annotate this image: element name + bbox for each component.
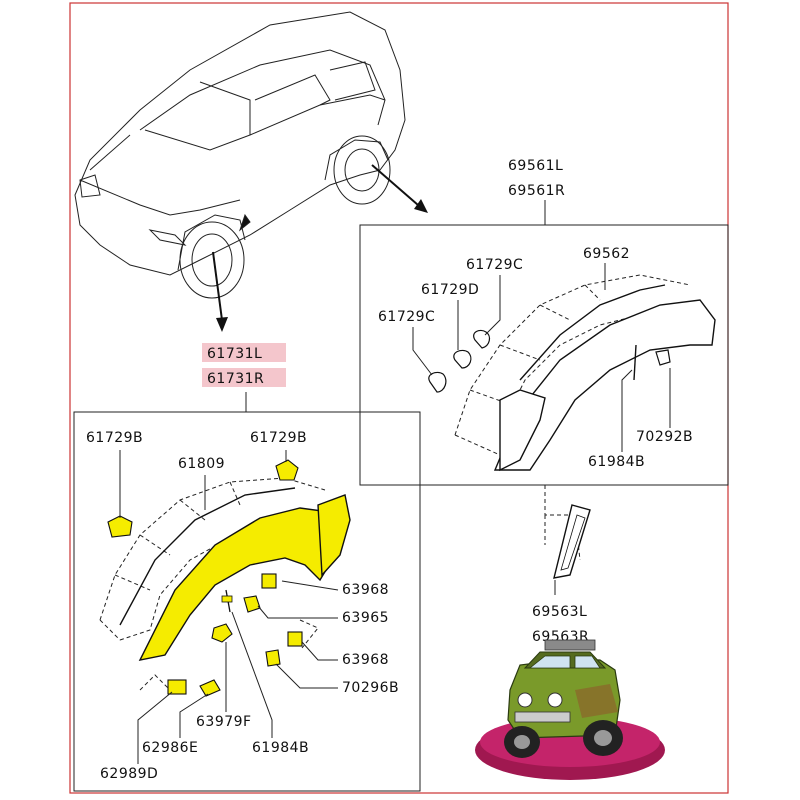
screw-70292b bbox=[655, 349, 671, 366]
leader-63968-lower bbox=[301, 641, 338, 661]
label-61729c-top: 61729C bbox=[466, 257, 523, 273]
highlight-61731l bbox=[202, 343, 286, 362]
highlight-61731r bbox=[202, 368, 286, 387]
pin-61984b-front bbox=[221, 589, 233, 613]
connector-69563 bbox=[544, 485, 581, 561]
clip-63979f bbox=[211, 623, 233, 643]
rear-box-connector bbox=[360, 225, 440, 485]
label-61729b-left: 61729B bbox=[86, 430, 143, 446]
label-69563l: 69563L bbox=[532, 604, 587, 620]
label-61731l: 61731L bbox=[207, 346, 262, 362]
leader-63965 bbox=[257, 605, 338, 619]
right-clip-bracket-dash bbox=[299, 619, 319, 649]
clip-61729c-left bbox=[428, 371, 447, 393]
mud-flap-69563 bbox=[553, 504, 591, 579]
clip-62986e bbox=[199, 679, 221, 697]
label-69562: 69562 bbox=[583, 246, 630, 262]
leader-62986e bbox=[179, 693, 209, 738]
label-69561r: 69561R bbox=[508, 183, 565, 199]
leader-61984b-rear bbox=[621, 369, 633, 452]
label-61809: 61809 bbox=[178, 456, 225, 472]
arrow-to-rear bbox=[371, 164, 428, 213]
pin-61984b-rear bbox=[633, 344, 637, 381]
leader-61729c-top bbox=[484, 275, 501, 336]
label-61729c-left: 61729C bbox=[378, 309, 435, 325]
label-70296b: 70296B bbox=[342, 680, 399, 696]
clip-63968-lower bbox=[287, 631, 303, 647]
label-70292b: 70292B bbox=[636, 429, 693, 445]
front-flare-liner bbox=[99, 477, 326, 641]
label-63968-lower: 63968 bbox=[342, 652, 389, 668]
label-63968-upper: 63968 bbox=[342, 582, 389, 598]
label-61729d: 61729D bbox=[421, 282, 479, 298]
clip-63965 bbox=[243, 595, 261, 613]
clip-62989d bbox=[167, 679, 187, 695]
screw-70296b bbox=[265, 649, 281, 667]
label-61984b-rear: 61984B bbox=[588, 454, 645, 470]
leader-61729c-left bbox=[412, 327, 433, 376]
outer-frame bbox=[69, 2, 729, 794]
label-62989d: 62989D bbox=[100, 766, 158, 782]
rear-fender-flare bbox=[493, 284, 716, 472]
label-62986e: 62986E bbox=[142, 740, 198, 756]
front-fender-flare bbox=[119, 487, 351, 661]
label-61984b-front: 61984B bbox=[252, 740, 309, 756]
cartoon-suv-logo bbox=[475, 639, 665, 780]
leader-61984b-front bbox=[231, 611, 273, 738]
arrow-to-main bbox=[212, 251, 228, 332]
label-61731r: 61731R bbox=[207, 371, 264, 387]
clip-61729b-left bbox=[107, 515, 133, 538]
clip-61729d bbox=[453, 349, 472, 369]
label-63965: 63965 bbox=[342, 610, 389, 626]
label-63979f: 63979F bbox=[196, 714, 252, 730]
front-flare-box bbox=[73, 411, 421, 792]
label-61729b-right: 61729B bbox=[250, 430, 307, 446]
clip-bracket-dash bbox=[139, 674, 169, 691]
clip-61729b-right bbox=[275, 459, 299, 481]
clip-63968-upper bbox=[261, 573, 277, 589]
vehicle-outline bbox=[74, 11, 406, 299]
leader-63968-upper bbox=[281, 580, 339, 591]
leader-70296b bbox=[275, 663, 338, 689]
rear-flare-box bbox=[359, 224, 729, 486]
leader-62989d bbox=[137, 691, 173, 764]
label-69561l: 69561L bbox=[508, 158, 563, 174]
